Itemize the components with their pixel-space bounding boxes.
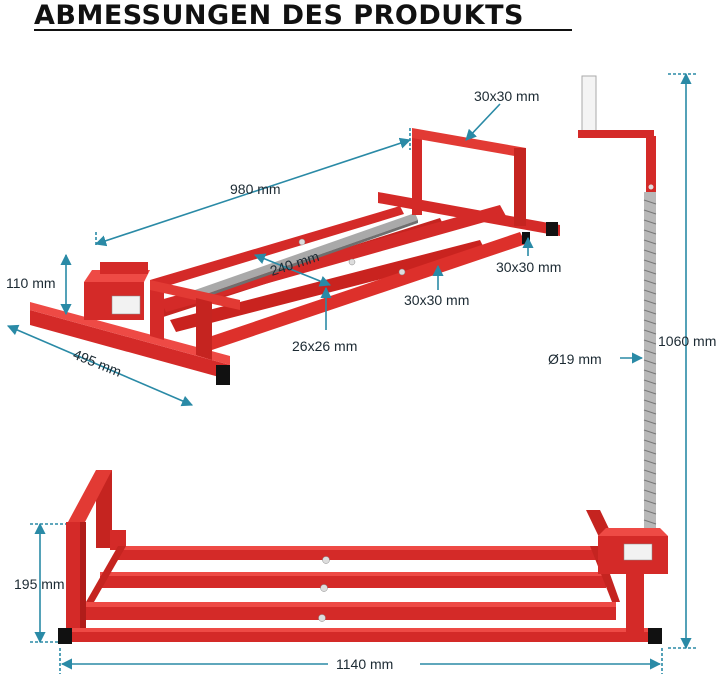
bolt	[348, 258, 356, 266]
far-foot	[546, 222, 558, 236]
bolt	[298, 238, 306, 246]
right-upright-left	[412, 130, 422, 215]
right-post	[626, 560, 644, 632]
right-foot	[648, 628, 662, 644]
dim-width	[6, 324, 194, 407]
label-mid-tube: 30x30 mm	[404, 292, 469, 308]
left-upright-front	[68, 470, 112, 524]
label-width: 495 mm	[71, 346, 124, 380]
label-plate	[111, 295, 141, 315]
crank-upright	[646, 136, 656, 192]
page-title: ABMESSUNGEN DES PRODUKTS	[34, 0, 524, 31]
bolt	[320, 584, 328, 592]
long-tube-1	[160, 205, 506, 312]
dim-length-top	[94, 137, 412, 247]
mount-plate	[100, 262, 148, 274]
label-right-tube: 30x30 mm	[496, 259, 561, 275]
dimension-lines-top	[6, 103, 534, 407]
left-post-shade	[80, 522, 86, 634]
left-foot	[58, 628, 72, 644]
bolt	[322, 556, 330, 564]
label-total-length: 1140 mm	[336, 656, 393, 672]
right-upright-top	[412, 128, 526, 158]
left-inner	[110, 530, 126, 550]
tube-mid-highlight	[100, 572, 606, 576]
label-diameter: Ø19 mm	[548, 351, 602, 367]
dim-top-tube-leader	[465, 103, 501, 141]
near-upright-top	[150, 280, 240, 310]
label-height-left: 110 mm	[6, 275, 56, 291]
dim-inner	[253, 253, 332, 287]
right-upright-right	[514, 148, 526, 226]
right-bracket-top	[598, 528, 668, 536]
title-underline	[34, 29, 572, 31]
inner-slant-1	[86, 546, 126, 602]
label-small-tube: 26x26 mm	[292, 338, 357, 354]
label-side-height: 195 mm	[14, 576, 65, 592]
thread-marks	[643, 199, 657, 525]
near-upright-right	[196, 298, 212, 360]
bolt	[398, 268, 406, 276]
label-length-top: 980 mm	[230, 181, 281, 197]
dimension-lines-bottom	[30, 522, 663, 674]
label-total-height: 1060 mm	[658, 333, 716, 349]
right-label-plate	[623, 543, 653, 561]
base-bar-highlight	[60, 628, 662, 632]
bolt	[318, 614, 326, 622]
crank-rod	[578, 75, 657, 532]
side-frame	[58, 470, 668, 644]
near-upright-left	[150, 285, 164, 340]
long-tube-3	[200, 232, 526, 352]
crank-arm	[578, 130, 654, 138]
tube-top-highlight	[118, 546, 602, 550]
tube-low-highlight	[86, 602, 616, 607]
bolt	[648, 184, 654, 190]
crank-handle	[581, 75, 597, 133]
near-foot	[216, 365, 230, 385]
dimension-lines-right	[620, 72, 696, 650]
label-top-tube: 30x30 mm	[474, 88, 539, 104]
